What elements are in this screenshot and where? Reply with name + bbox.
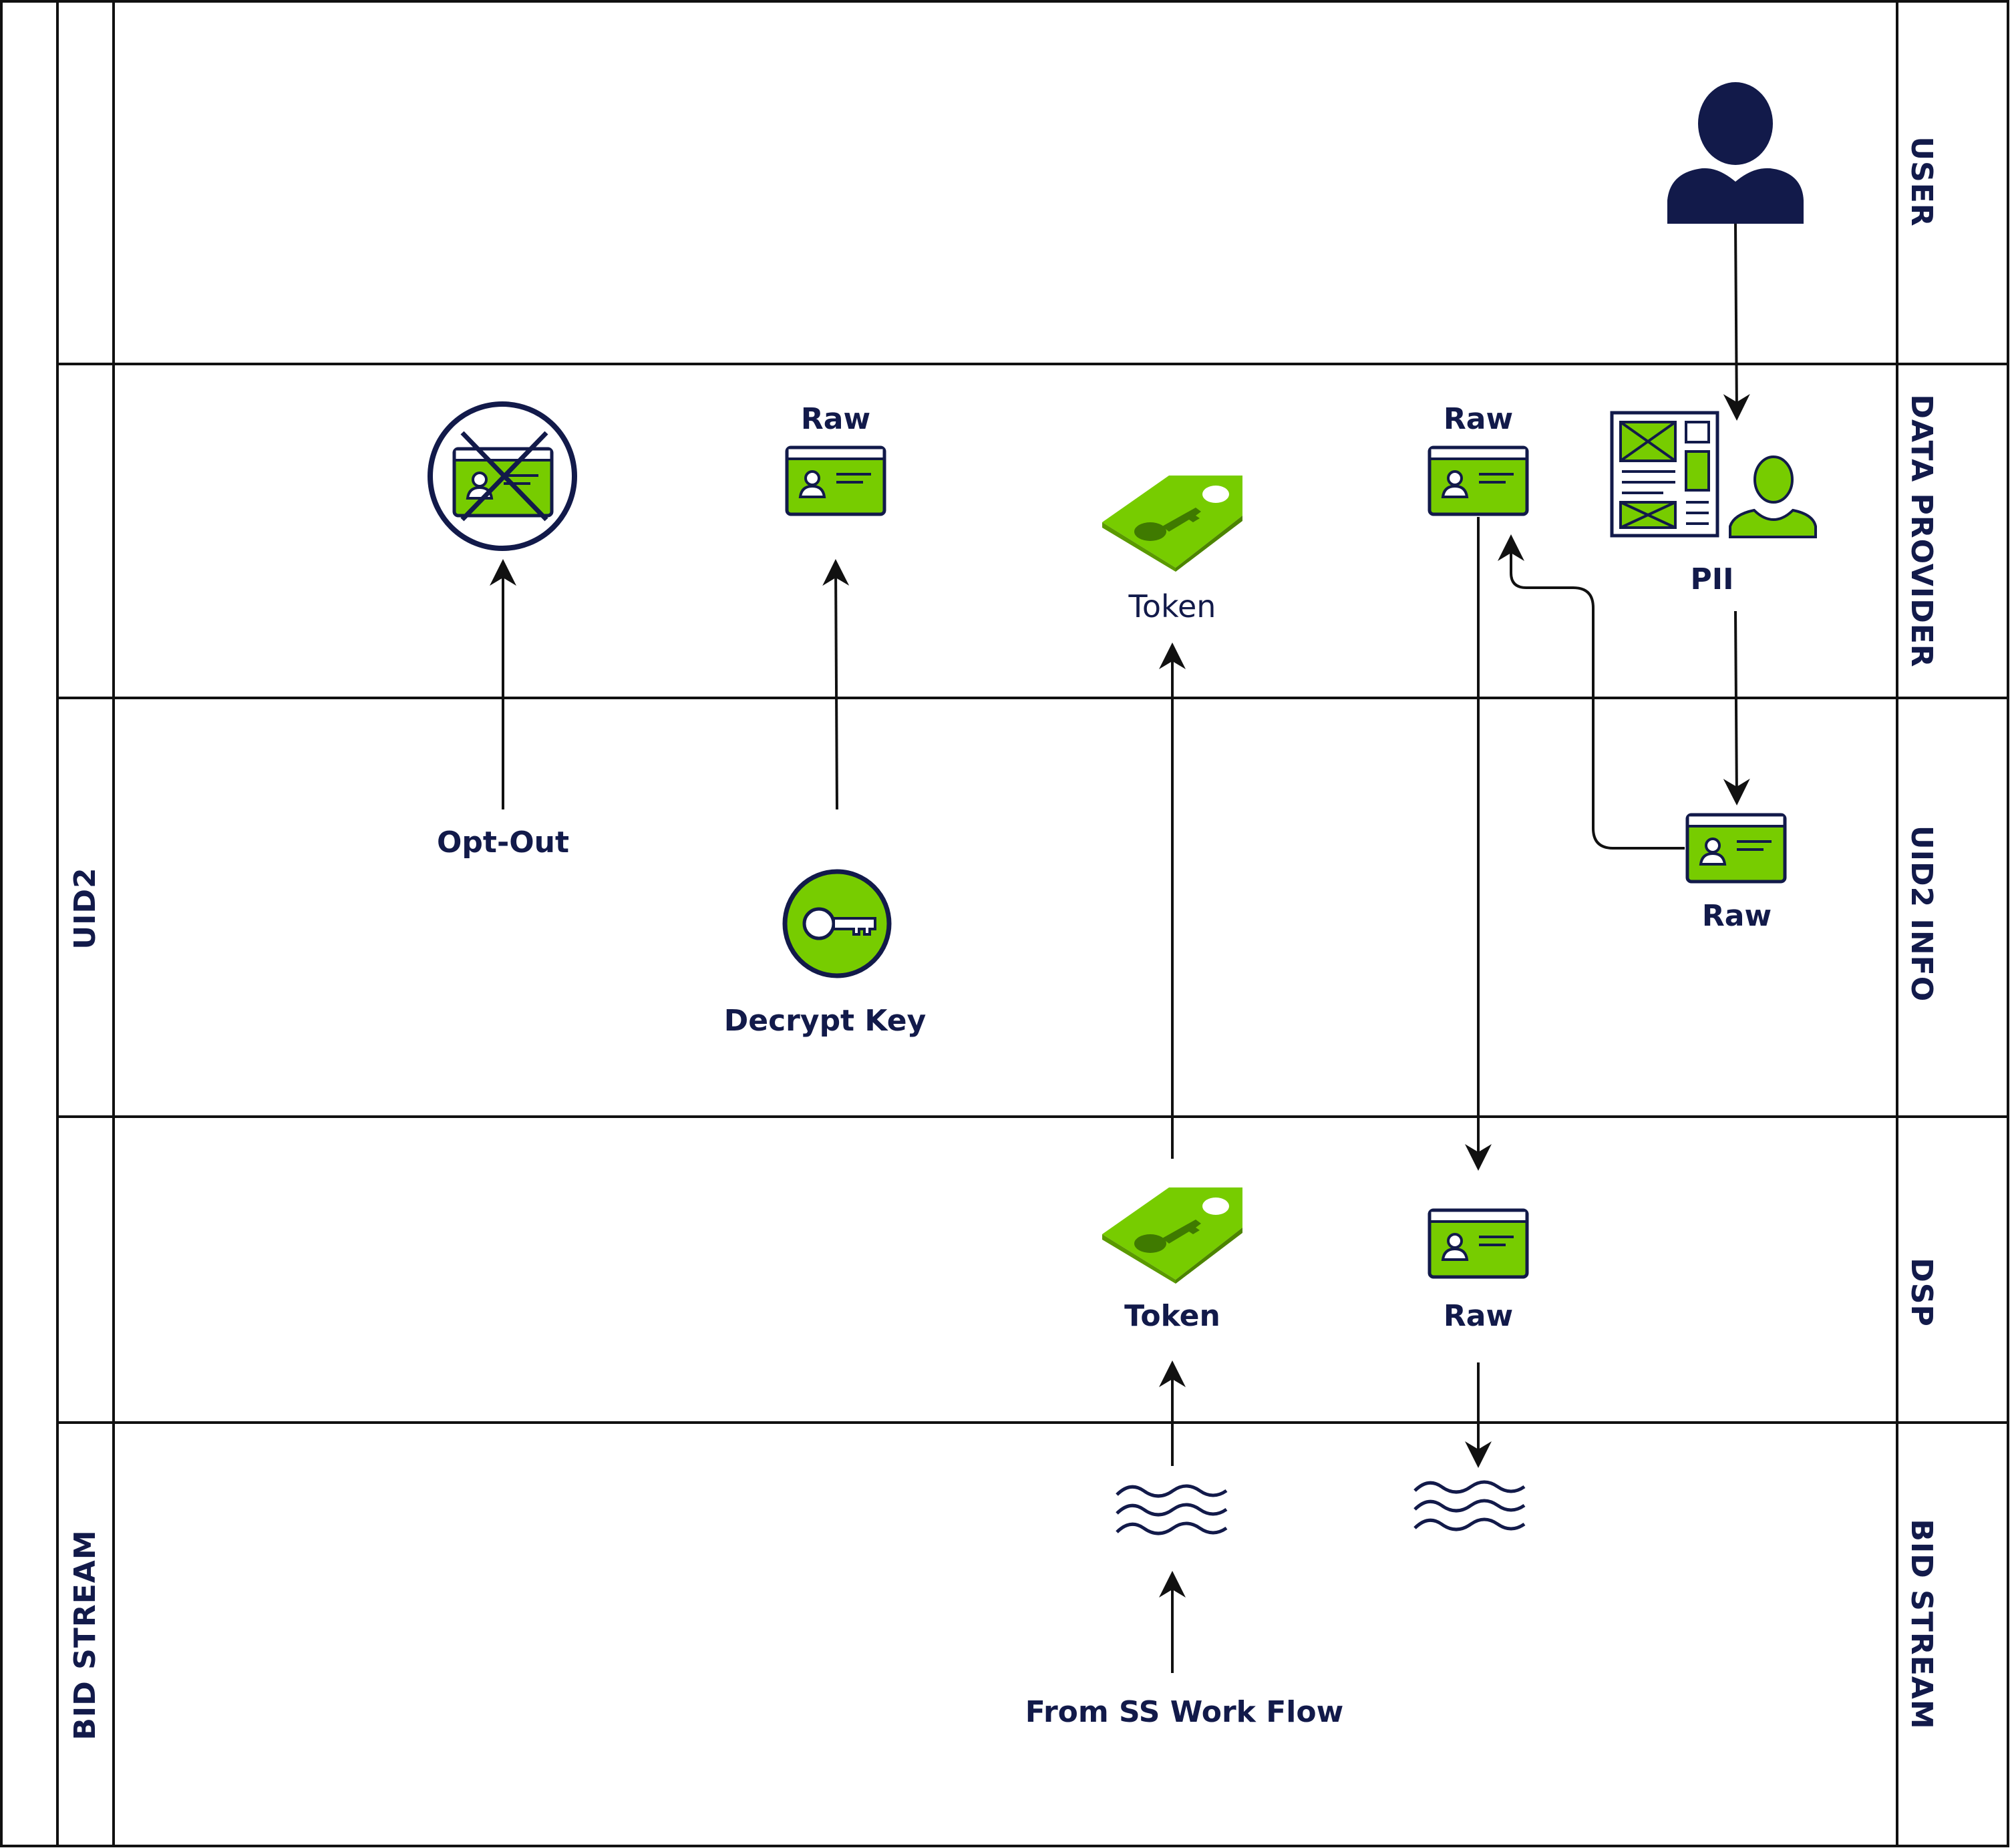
arrow-user-to-pii <box>1723 223 1750 421</box>
bid-stream-waves-icon-right <box>1415 1482 1524 1529</box>
arrow-decrypt-key-up <box>822 559 850 810</box>
id-card-icon-dp-right <box>1430 447 1527 514</box>
pii-document-icon <box>1610 411 1719 538</box>
opt-out-label: Opt-Out <box>437 825 569 860</box>
pii-person-icon <box>1729 455 1817 538</box>
flow-arrows <box>490 223 1750 1673</box>
lane-label-dsp: DSP <box>1904 1258 1939 1326</box>
raw-label-uid2: Raw <box>1702 899 1772 933</box>
token-label-dp: Token <box>1128 588 1216 624</box>
lane-label-data-provider: DATA PROVIDER <box>1904 394 1939 667</box>
lane-label-user: USER <box>1904 136 1939 226</box>
lane-label-bid-stream-right: BID STREAM <box>1904 1519 1939 1729</box>
token-label-dsp: Token <box>1124 1299 1220 1333</box>
token-icon-dp <box>1102 476 1242 572</box>
lane-label-uid2: UID2 <box>68 867 102 949</box>
arrow-pii-to-raw-uid2 <box>1723 610 1750 805</box>
raw-label-dsp: Raw <box>1444 1299 1513 1333</box>
arrow-raw-uid2-to-raw-dp <box>1498 534 1685 850</box>
lane-label-bid-stream-left: BID STREAM <box>68 1529 102 1740</box>
lane-label-uid2-info: UID2 INFO <box>1904 825 1939 1002</box>
token-icon-dsp <box>1102 1187 1242 1284</box>
decrypt-key-icon <box>782 869 892 978</box>
id-card-icon-dsp <box>1430 1210 1527 1277</box>
pii-label: PII <box>1691 562 1734 596</box>
bid-stream-waves-icon-left <box>1117 1486 1226 1533</box>
user-icon <box>1667 82 1804 224</box>
decrypt-key-label: Decrypt Key <box>724 1004 927 1038</box>
raw-label-dp-left: Raw <box>801 402 870 436</box>
id-card-icon-dp-left <box>787 447 884 514</box>
id-card-icon-uid2 <box>1687 815 1785 882</box>
opt-out-icon <box>428 401 577 551</box>
raw-label-dp-right: Raw <box>1444 402 1513 436</box>
from-ss-workflow-label: From SS Work Flow <box>1025 1695 1344 1729</box>
